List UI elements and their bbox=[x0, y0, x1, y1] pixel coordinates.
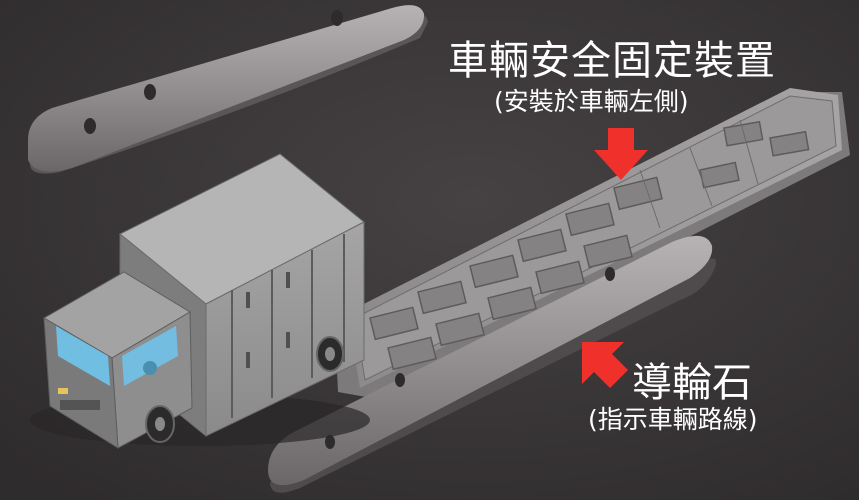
windshield bbox=[56, 326, 110, 386]
up-right-arrow-icon bbox=[582, 342, 628, 388]
guide-stone-title: 導輪石 bbox=[632, 360, 752, 406]
guide-stone-subtitle: (指示車輛路線) bbox=[588, 405, 758, 434]
truck bbox=[30, 153, 370, 449]
device-title: 車輛安全固定裝置 bbox=[448, 38, 776, 84]
vehicle-anchor-plate bbox=[335, 88, 850, 398]
device-subtitle: (安裝於車輛左側) bbox=[494, 87, 689, 116]
down-arrow-icon bbox=[594, 128, 648, 180]
side-window bbox=[122, 326, 178, 386]
guide-stone-front bbox=[268, 235, 717, 493]
guide-stone-back bbox=[28, 5, 428, 174]
